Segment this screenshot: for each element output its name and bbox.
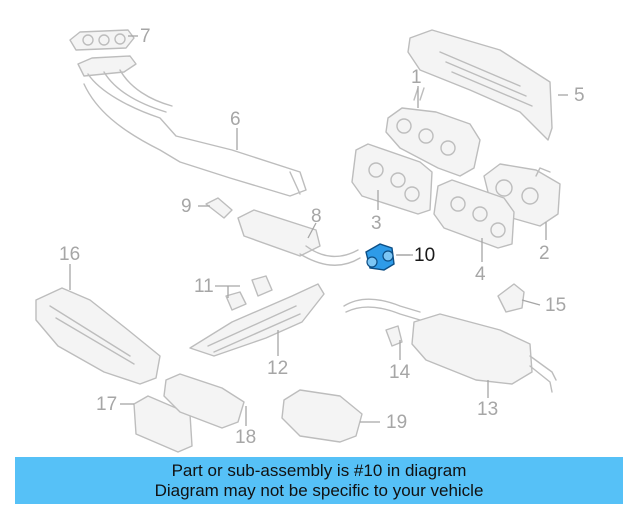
- callout-15: 15: [545, 295, 566, 316]
- banner-line-1: Part or sub-assembly is #10 in diagram: [171, 460, 467, 480]
- callout-11: 11: [194, 276, 214, 297]
- banner-line-2: Diagram may not be specific to your vehi…: [154, 480, 484, 500]
- callout-5: 5: [574, 85, 585, 106]
- part-16-heat-shield: [35, 287, 161, 385]
- callout-1: 1: [411, 67, 422, 88]
- callout-18: 18: [235, 427, 256, 448]
- part-4-gasket: [433, 179, 515, 249]
- part-14-hanger: [385, 325, 403, 347]
- callout-3: 3: [371, 213, 382, 234]
- callout-8: 8: [311, 206, 322, 227]
- callout-14: 14: [389, 362, 411, 383]
- leader-lines: [69, 35, 568, 426]
- part-19-heat-shield: [281, 389, 363, 443]
- callout-2: 2: [539, 243, 550, 264]
- part-3-gasket: [351, 143, 433, 215]
- callout-13: 13: [477, 399, 498, 420]
- part-18-heat-shield: [163, 373, 245, 429]
- part-5-heat-shield: [407, 29, 553, 141]
- callout-16: 16: [59, 244, 80, 265]
- part-13-muffler: [343, 298, 557, 393]
- part-1-manifold: [385, 87, 481, 177]
- diagram-notice-banner: Part or sub-assembly is #10 in diagram D…: [15, 457, 623, 504]
- callout-7: 7: [140, 26, 151, 47]
- part-6-front-pipe: [77, 55, 307, 197]
- part-8-converter: [237, 209, 361, 266]
- callout-9: 9: [181, 196, 192, 217]
- part-9-sensor: [205, 197, 233, 219]
- callout-10: 10: [414, 245, 435, 266]
- part-7-gasket: [69, 29, 135, 51]
- part-15-bracket: [497, 283, 525, 313]
- part-10-clamp: [365, 243, 395, 271]
- callout-4: 4: [475, 264, 486, 285]
- part-12-heat-shield: [189, 283, 325, 357]
- callout-19: 19: [386, 412, 407, 433]
- callout-6: 6: [230, 109, 241, 130]
- part-11-bracket: [225, 275, 273, 311]
- callout-17: 17: [96, 394, 117, 415]
- callout-12: 12: [267, 358, 288, 379]
